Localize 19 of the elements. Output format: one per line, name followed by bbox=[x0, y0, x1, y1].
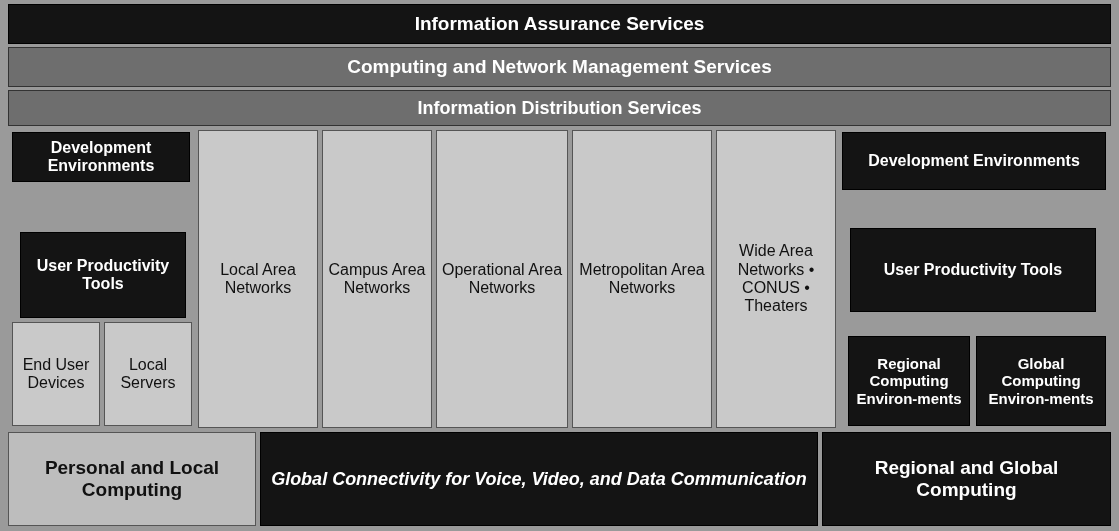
domain-band: Personal and Local Computing bbox=[8, 432, 256, 526]
tool-band: Development Environments bbox=[842, 132, 1106, 190]
domain-band: Regional and Global Computing bbox=[822, 432, 1111, 526]
computing-column: Local Servers bbox=[104, 322, 192, 426]
domain-band: Global Connectivity for Voice, Video, and Data Communication bbox=[260, 432, 818, 526]
network-column: Metropolitan Area Networks bbox=[572, 130, 712, 428]
service-layer-band: Computing and Network Management Services bbox=[8, 47, 1111, 87]
service-layer-band: Information Distribution Services bbox=[8, 90, 1111, 126]
network-column: Local Area Networks bbox=[198, 130, 318, 428]
tool-band: User Productivity Tools bbox=[20, 232, 186, 318]
network-column: Campus Area Networks bbox=[322, 130, 432, 428]
computing-column: Regional Computing Environ-ments bbox=[848, 336, 970, 426]
network-column: Operational Area Networks bbox=[436, 130, 568, 428]
computing-column: End User Devices bbox=[12, 322, 100, 426]
computing-column: Global Computing Environ-ments bbox=[976, 336, 1106, 426]
network-column: Wide Area Networks • CONUS • Theaters bbox=[716, 130, 836, 428]
tool-band: User Productivity Tools bbox=[850, 228, 1096, 312]
service-layer-band: Information Assurance Services bbox=[8, 4, 1111, 44]
tool-band: Development Environments bbox=[12, 132, 190, 182]
